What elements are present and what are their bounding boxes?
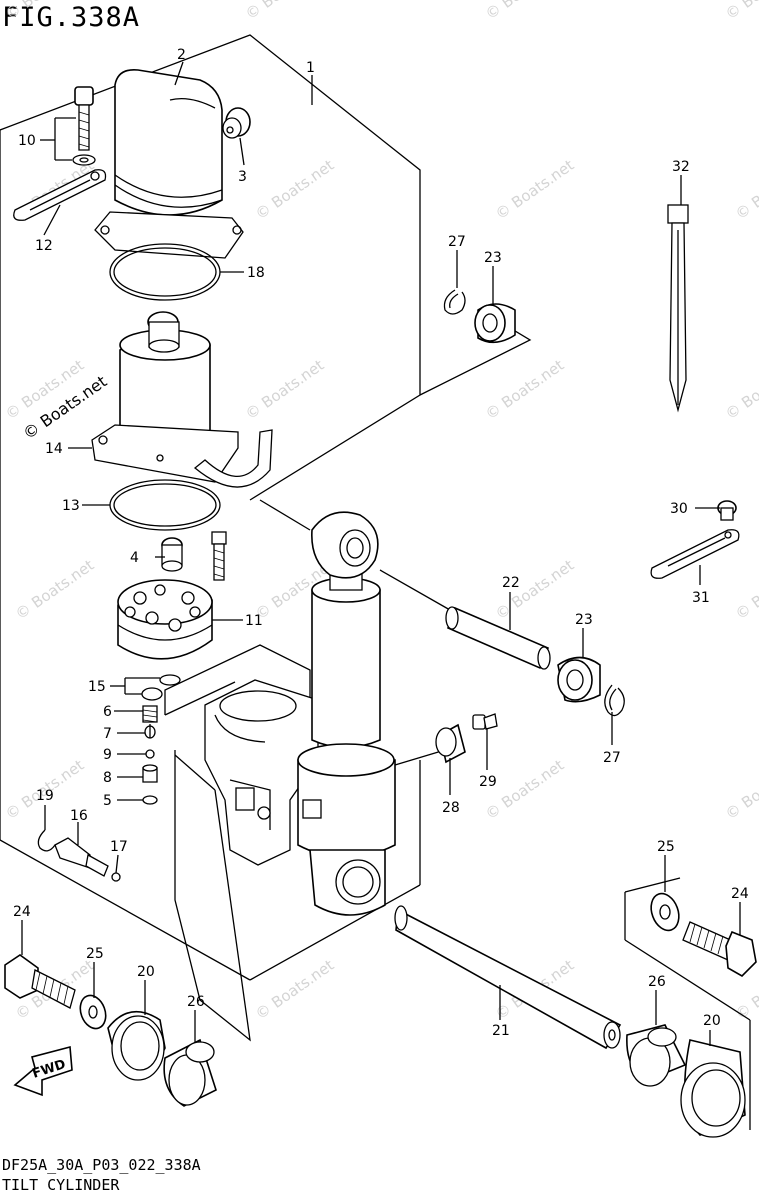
pump-part-11	[117, 579, 213, 660]
cylinder-housing	[204, 679, 319, 866]
figure-title: FIG.338A	[2, 2, 141, 33]
callout-20-left: 20	[137, 964, 155, 980]
washer-part-25-left	[79, 994, 107, 1030]
bushing-part-23-upper	[474, 303, 516, 344]
callout-5: 5	[103, 793, 112, 809]
callout-7: 7	[103, 726, 112, 742]
callout-26-left: 26	[187, 994, 205, 1010]
callout-30: 30	[670, 501, 688, 517]
watermark-text: © Boats.net	[252, 156, 337, 223]
snap-ring-part-27-lower	[604, 684, 625, 717]
callout-12: 12	[35, 238, 53, 254]
bushing-part-20-right	[680, 1039, 746, 1138]
callout-31: 31	[692, 590, 710, 606]
callout-23-lower: 23	[575, 612, 593, 628]
bushing-part-26-right	[626, 1024, 687, 1087]
collar-part-28	[435, 723, 466, 764]
watermark-text: © Boats.net	[722, 0, 759, 23]
bushing-part-26-left	[163, 1038, 217, 1107]
callout-layer: 1 2 3 4 5 6 7 8 9 10 11 12 13 14 15 16 1…	[13, 47, 749, 1039]
callout-29: 29	[479, 774, 497, 790]
small-valve-parts	[141, 674, 181, 805]
pin-part-22	[445, 606, 551, 670]
callout-21: 21	[492, 1023, 510, 1039]
callout-20-right: 20	[703, 1013, 721, 1029]
watermark-text: © Boats.net	[732, 556, 759, 623]
callout-24-right: 24	[731, 886, 749, 902]
bushing-part-23-lower	[557, 656, 601, 703]
watermark-text: © Boats.net	[482, 0, 567, 23]
callout-4: 4	[130, 550, 139, 566]
callout-8: 8	[103, 770, 112, 786]
callout-3: 3	[238, 169, 247, 185]
strap-part-12	[13, 169, 107, 221]
callout-16: 16	[70, 808, 88, 824]
fwd-arrow: FWD	[13, 1045, 73, 1097]
callout-11: 11	[245, 613, 263, 629]
assembly-outline	[0, 34, 751, 1130]
bushing-part-20-left	[107, 1010, 166, 1081]
watermark-text: © Boats.net	[252, 956, 337, 1023]
snap-ring-part-27-upper	[443, 289, 466, 315]
callout-14: 14	[45, 441, 63, 457]
diagram-code: DF25A_30A_P03_022_338A	[2, 1156, 201, 1174]
watermark-text: © Boats.net	[722, 756, 759, 823]
callout-25-right: 25	[657, 839, 675, 855]
screw-part-4	[161, 531, 227, 581]
callout-9: 9	[103, 747, 112, 763]
callout-2: 2	[177, 47, 186, 63]
leader-lines	[21, 61, 741, 1046]
watermark-text: © Boats.net	[242, 0, 327, 23]
callout-13: 13	[62, 498, 80, 514]
callout-24-left: 24	[13, 904, 31, 920]
watermark-text: © Boats.net	[482, 356, 567, 423]
screw-part-30	[717, 500, 737, 521]
watermark-text: © Boats.net	[12, 556, 97, 623]
bolt-part-24-right	[682, 921, 757, 977]
callout-23-upper: 23	[484, 250, 502, 266]
bolt-part-24-left	[4, 954, 76, 1009]
callout-27-upper: 27	[448, 234, 466, 250]
callout-27-lower: 27	[603, 750, 621, 766]
callout-15: 15	[88, 679, 106, 695]
callout-28: 28	[442, 800, 460, 816]
watermark-text: © Boats.net	[2, 0, 87, 23]
motor-part-14	[91, 311, 273, 488]
callout-22: 22	[502, 575, 520, 591]
watermark-text: © Boats.net	[732, 156, 759, 223]
callout-6: 6	[103, 704, 112, 720]
callout-18: 18	[247, 265, 265, 281]
watermark-text: © Boats.net	[722, 356, 759, 423]
callout-25-left: 25	[86, 946, 104, 962]
watermark-text: © Boats.net	[242, 356, 327, 423]
diagram-name: TILT CYLINDER	[2, 1176, 120, 1194]
callout-17: 17	[110, 839, 128, 855]
o-ring-part-13	[109, 479, 221, 531]
shaft-part-21	[394, 905, 622, 1050]
bolt-part-10	[72, 86, 96, 166]
plug-part-3	[222, 107, 251, 139]
callout-1: 1	[306, 60, 315, 76]
callout-10: 10	[18, 133, 36, 149]
motor-cover-part-2	[94, 68, 244, 259]
watermark-text: © Boats.net	[492, 156, 577, 223]
manual-valve-parts	[37, 829, 121, 882]
callout-19: 19	[36, 788, 54, 804]
strap-part-31	[650, 529, 740, 579]
callout-26-right: 26	[648, 974, 666, 990]
tilt-cylinder	[297, 511, 396, 916]
washer-part-25-right	[650, 892, 680, 932]
tie-strap-part-32	[667, 204, 689, 413]
screw-part-29	[472, 713, 498, 730]
callout-32: 32	[672, 159, 690, 175]
